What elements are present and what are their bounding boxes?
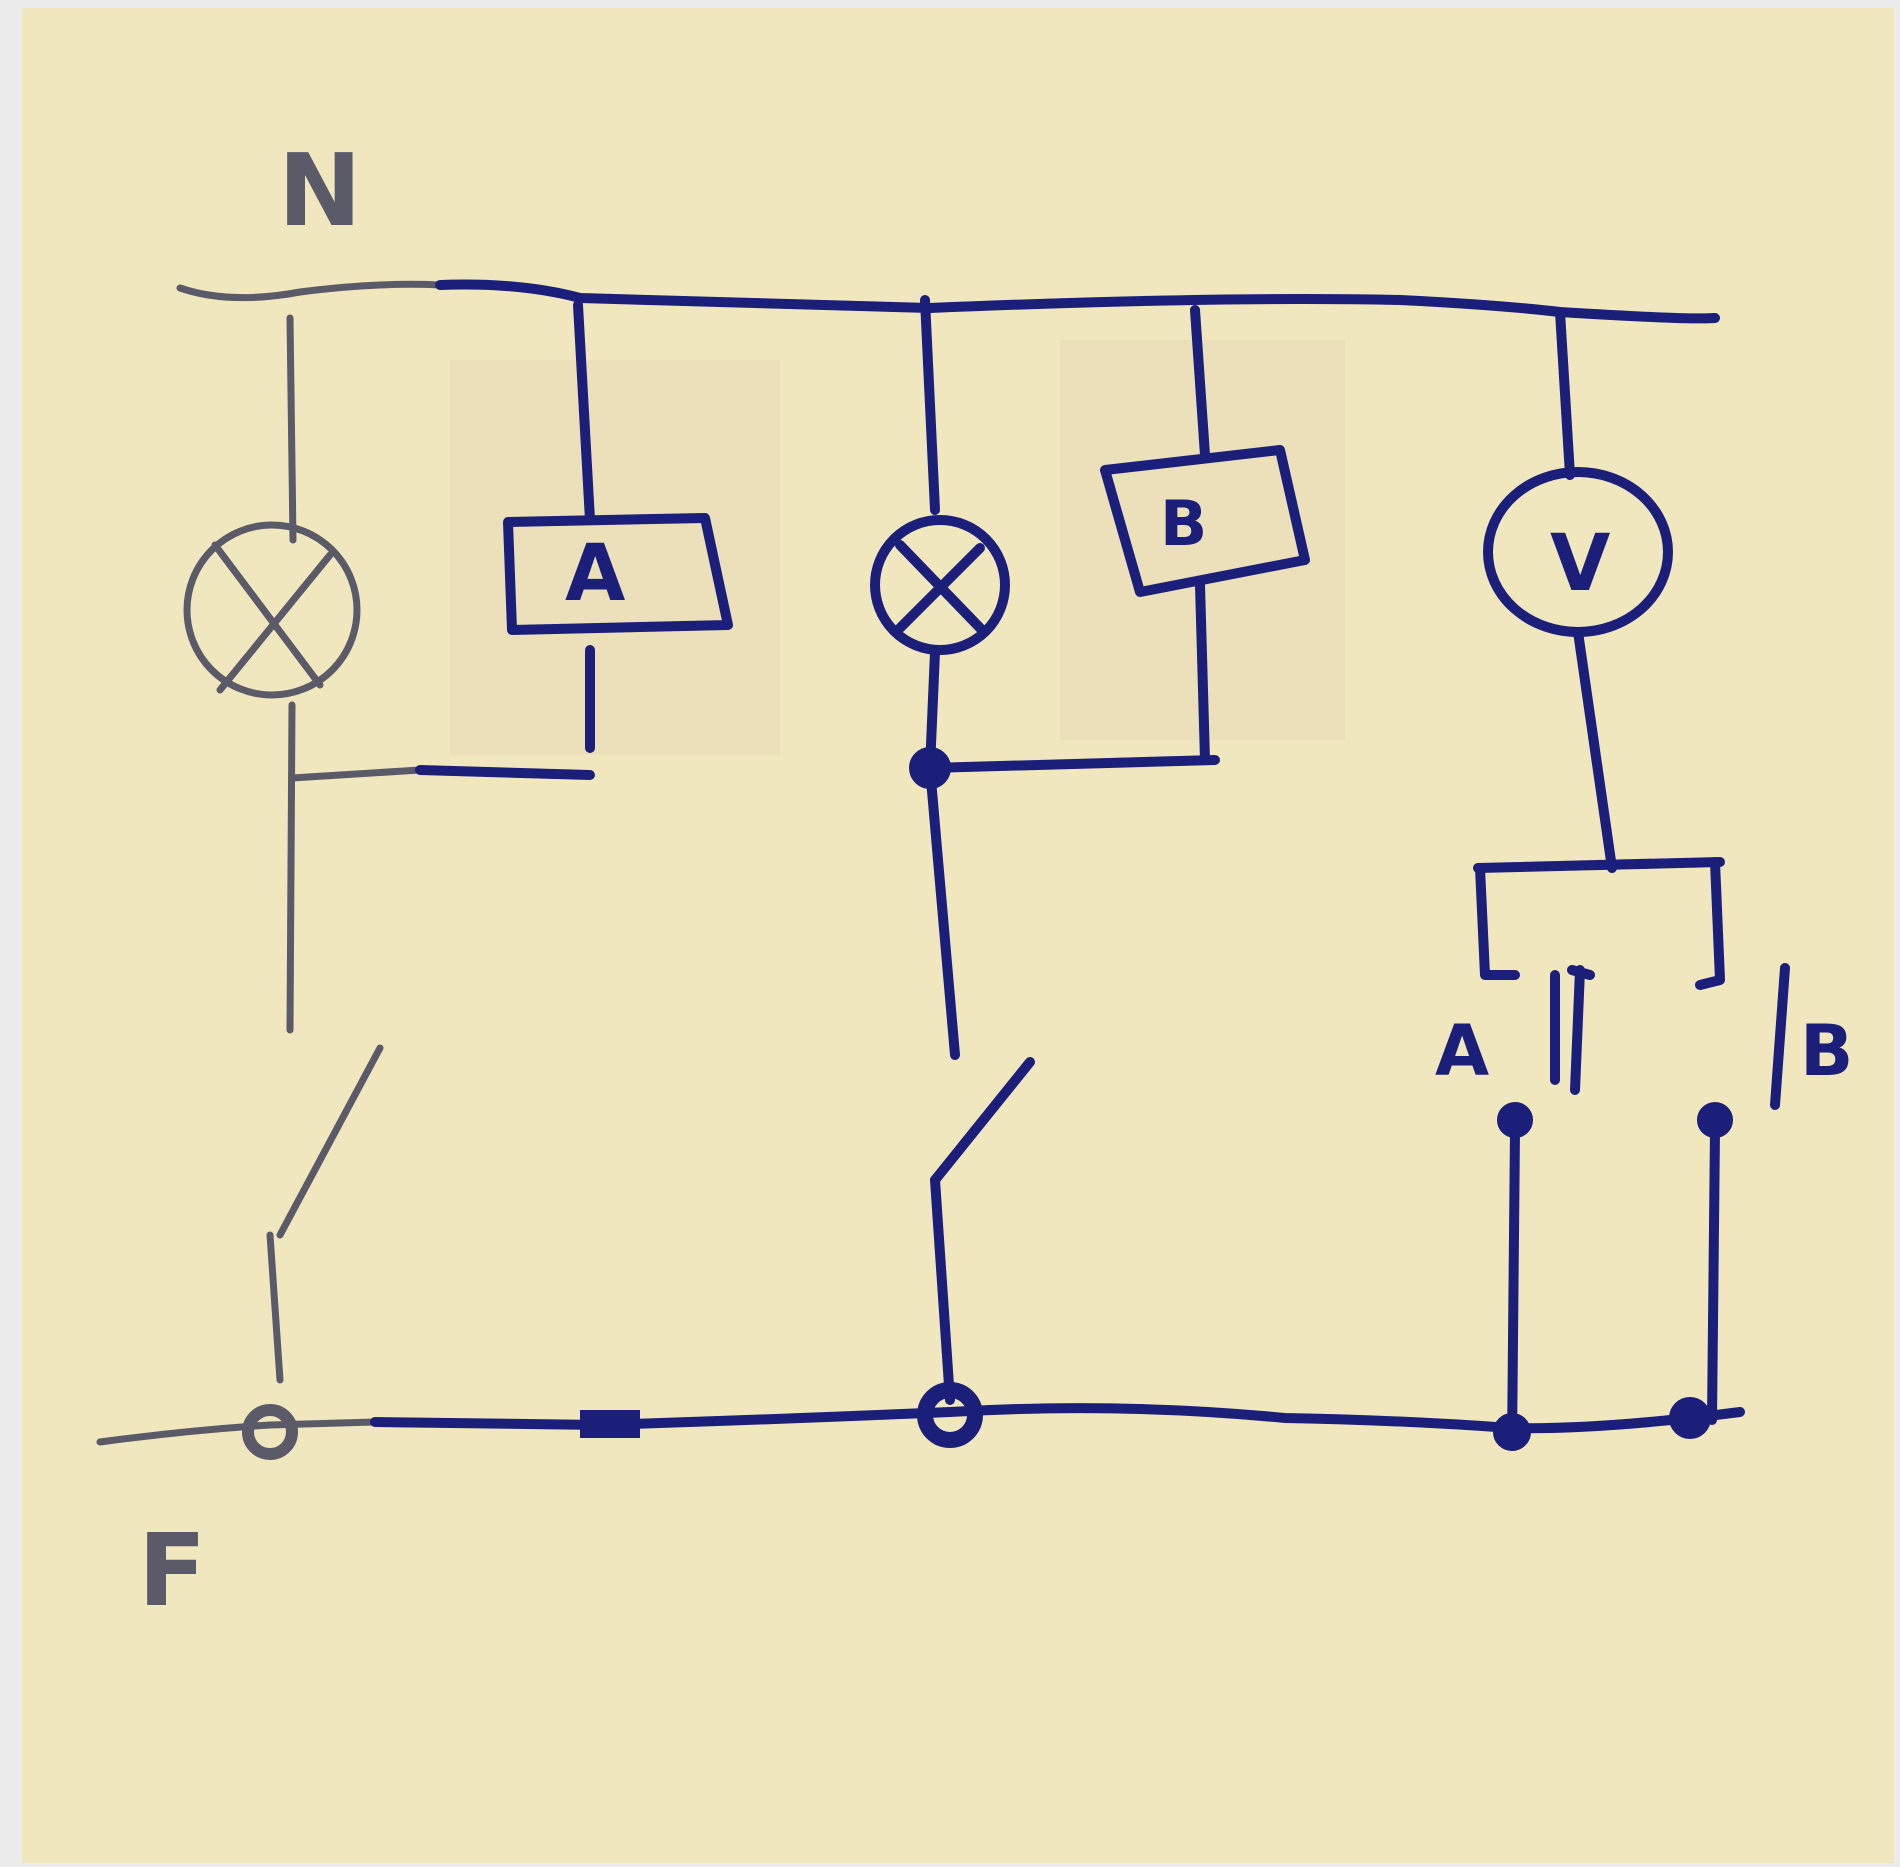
branch1-tap bbox=[288, 766, 424, 782]
contact-a-lower-wire bbox=[1507, 1125, 1520, 1450]
relay-b-tap bbox=[925, 755, 1220, 773]
switch-1-icon bbox=[266, 1044, 384, 1384]
relay-a-wire-top bbox=[573, 300, 595, 525]
branch1-wire-bottom bbox=[286, 701, 296, 1034]
phase-label: F bbox=[138, 1512, 206, 1629]
sticky-note-paper bbox=[22, 8, 1894, 1863]
phase-line-mark bbox=[580, 1410, 640, 1438]
contact-b-wire bbox=[1695, 857, 1725, 990]
phase-node-2 bbox=[917, 1382, 983, 1448]
contact-a-wire bbox=[1475, 863, 1520, 980]
contact-a-icon bbox=[1497, 965, 1595, 1138]
relay-a-tap bbox=[415, 765, 595, 780]
lamp-2-icon bbox=[870, 515, 1010, 655]
voltmeter-label: V bbox=[1550, 519, 1610, 609]
contact-b-lower-wire bbox=[1707, 1125, 1720, 1425]
phase-line-grey bbox=[96, 1418, 379, 1446]
phase-node-1 bbox=[242, 1404, 298, 1460]
neutral-line bbox=[435, 279, 1720, 324]
contact-b-label: B bbox=[1800, 1010, 1853, 1092]
branch2-wire-top bbox=[920, 295, 940, 515]
relay-a-label: A bbox=[565, 529, 625, 619]
phase-node-3 bbox=[1493, 1413, 1531, 1451]
switch-2-icon bbox=[930, 1057, 1035, 1405]
phase-node-4 bbox=[1669, 1397, 1711, 1439]
relay-b-coil bbox=[1100, 445, 1310, 597]
neutral-line-grey bbox=[176, 280, 444, 302]
relay-b-label: B bbox=[1160, 487, 1207, 560]
branch1-wire-top bbox=[286, 314, 297, 544]
relay-b-wire-bottom bbox=[1195, 580, 1210, 765]
phase-line bbox=[370, 1403, 1745, 1434]
meter-wire-top bbox=[1555, 307, 1575, 480]
neutral-label: N bbox=[278, 132, 362, 249]
relay-a-coil bbox=[503, 513, 733, 635]
contact-a-label: A bbox=[1435, 1010, 1489, 1092]
meter-split bbox=[1473, 857, 1725, 873]
relay-b-wire-top bbox=[1190, 305, 1210, 460]
meter-wire-bottom bbox=[1573, 627, 1617, 873]
lamp-icon bbox=[183, 521, 361, 699]
